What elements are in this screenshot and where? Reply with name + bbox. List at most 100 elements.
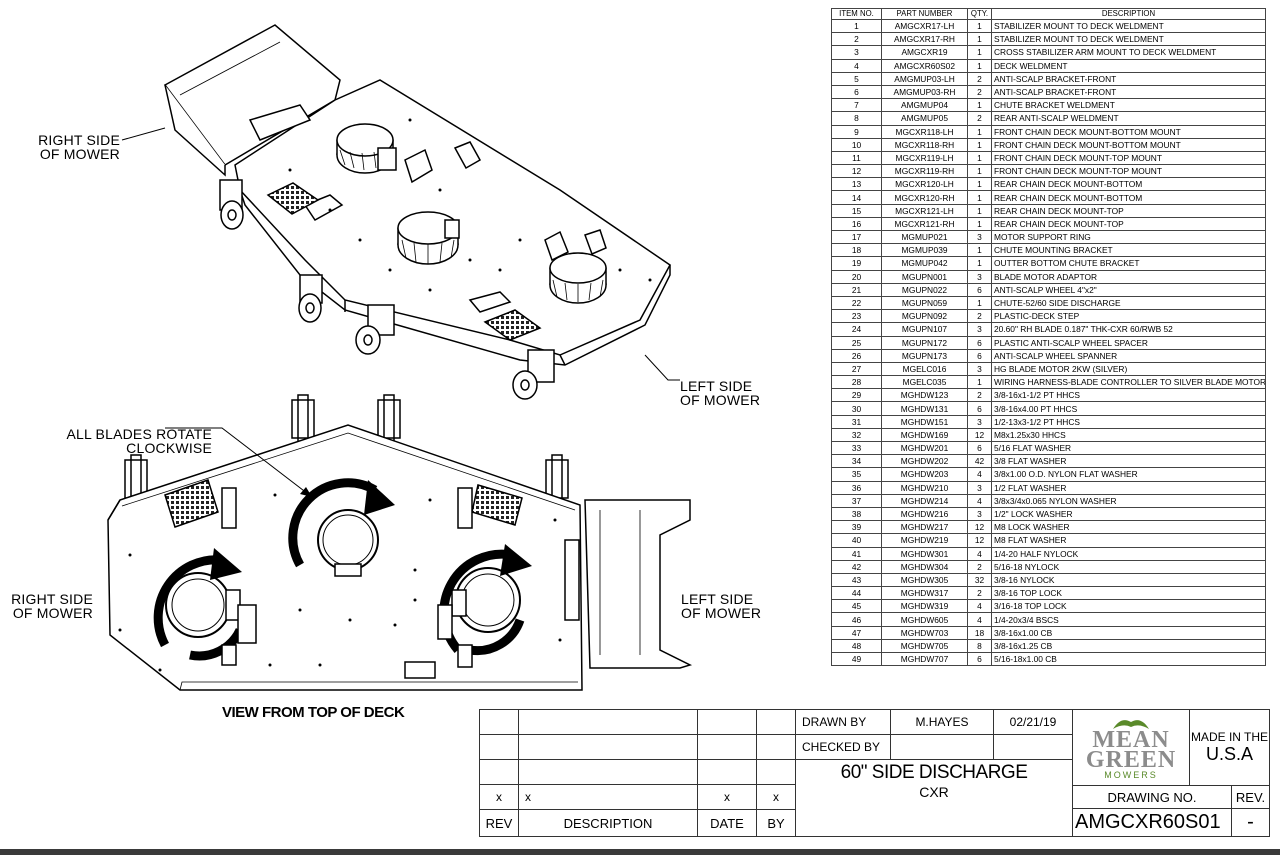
part-number-cell: MGMUP042 [881,256,968,271]
qty-cell: 3 [967,322,992,337]
checked-date [993,734,1073,760]
item-no-cell: 40 [831,533,882,548]
item-no-cell: 33 [831,440,882,456]
part-number-cell: MGHDW707 [881,651,968,667]
drawing-title-cell: 60" SIDE DISCHARGE CXR [795,759,1073,837]
col-qty: QTY. [967,8,992,20]
description-cell: WIRING HARNESS-BLADE CONTROLLER TO SILVE… [991,375,1266,390]
rev-header-description: DESCRIPTION [518,809,698,837]
top-view-deck [107,394,693,691]
bottom-scrollbar[interactable] [0,849,1280,855]
item-no-cell: 26 [831,348,882,363]
description-cell: 3/8-16x1-1/2 PT HHCS [991,388,1266,403]
drawing-subtitle: CXR [919,784,949,800]
description-cell: 3/8-16x1.00 CB [991,625,1266,640]
item-no-cell: 1 [831,18,882,34]
part-number-cell: MGCXR118-RH [881,137,968,152]
qty-cell: 8 [967,638,992,654]
deck-illustrations [107,24,693,691]
part-number-cell: MGHDW151 [881,414,968,429]
item-no-cell: 14 [831,190,882,205]
description-cell: STABILIZER MOUNT TO DECK WELDMENT [991,32,1266,47]
description-cell: 1/2" LOCK WASHER [991,506,1266,522]
rev-cell [479,734,519,760]
label-right-side-bottom: RIGHT SIDE OF MOWER [11,591,93,621]
item-no-cell: 32 [831,427,882,443]
made-in-usa: MADE IN THE U.S.A [1189,709,1270,786]
qty-cell: 1 [967,124,992,139]
item-no-cell: 45 [831,599,882,614]
description-cell: BLADE MOTOR ADAPTOR [991,269,1266,284]
rev-cell [479,759,519,785]
rotation-arrow-center [288,478,378,568]
description-cell: 3/8 FLAT WASHER [991,454,1266,469]
part-number-cell: MGHDW703 [881,625,968,640]
item-no-cell: 11 [831,150,882,166]
qty-cell: 2 [967,388,992,403]
rev-cell [518,734,698,760]
item-no-cell: 16 [831,216,882,232]
part-number-cell: MGCXR118-LH [881,124,968,139]
description-cell: REAR CHAIN DECK MOUNT-TOP [991,216,1266,232]
item-no-cell: 41 [831,546,882,561]
item-no-cell: 3 [831,45,882,60]
rev-cell [756,709,796,735]
description-cell: OUTTER BOTTOM CHUTE BRACKET [991,256,1266,271]
description-cell: CROSS STABILIZER ARM MOUNT TO DECK WELDM… [991,45,1266,60]
qty-cell: 1 [967,190,992,205]
rev-row-x-date: x [697,784,757,810]
drawn-date: 02/21/19 [993,709,1073,735]
isometric-deck-view [121,24,680,400]
drawn-by-value: M.HAYES [890,709,994,735]
rear-wheel [545,454,569,504]
qty-cell: 1 [967,177,992,192]
description-cell: 3/8-16 TOP LOCK [991,586,1266,601]
rev-label: REV. [1231,785,1270,809]
rev-cell [697,734,757,760]
part-number-cell: MGELC035 [881,375,968,390]
rev-header-rev: REV [479,809,519,837]
item-no-cell: 46 [831,612,882,627]
part-number-cell: MGCXR120-LH [881,177,968,192]
qty-cell: 1 [967,18,992,34]
qty-cell: 6 [967,651,992,667]
anti-scalp-wheel [355,304,395,355]
description-cell: CHUTE-52/60 SIDE DISCHARGE [991,295,1266,311]
drawing-number: AMGCXR60S01 [1072,808,1232,837]
description-cell: REAR CHAIN DECK MOUNT-TOP [991,203,1266,218]
part-number-cell: AMGMUP03-RH [881,84,968,100]
description-cell: 3/8-16x1.25 CB [991,638,1266,654]
label-left-side-top: LEFT SIDE OF MOWER [680,378,761,408]
item-no-cell: 47 [831,625,882,640]
part-number-cell: MGHDW201 [881,440,968,456]
qty-cell: 12 [967,427,992,443]
qty-cell: 12 [967,520,992,535]
description-cell: REAR ANTI-SCALP WELDMENT [991,111,1266,126]
rev-cell [756,759,796,785]
description-cell: M8 FLAT WASHER [991,533,1266,548]
qty-cell: 1 [967,203,992,218]
rev-header-date: DATE [697,809,757,837]
qty-cell: 2 [967,71,992,86]
qty-cell: 1 [967,150,992,166]
item-no-cell: 9 [831,124,882,139]
qty-cell: 42 [967,454,992,469]
part-number-cell: MGMUP039 [881,243,968,258]
part-number-cell: MGCXR119-LH [881,150,968,166]
